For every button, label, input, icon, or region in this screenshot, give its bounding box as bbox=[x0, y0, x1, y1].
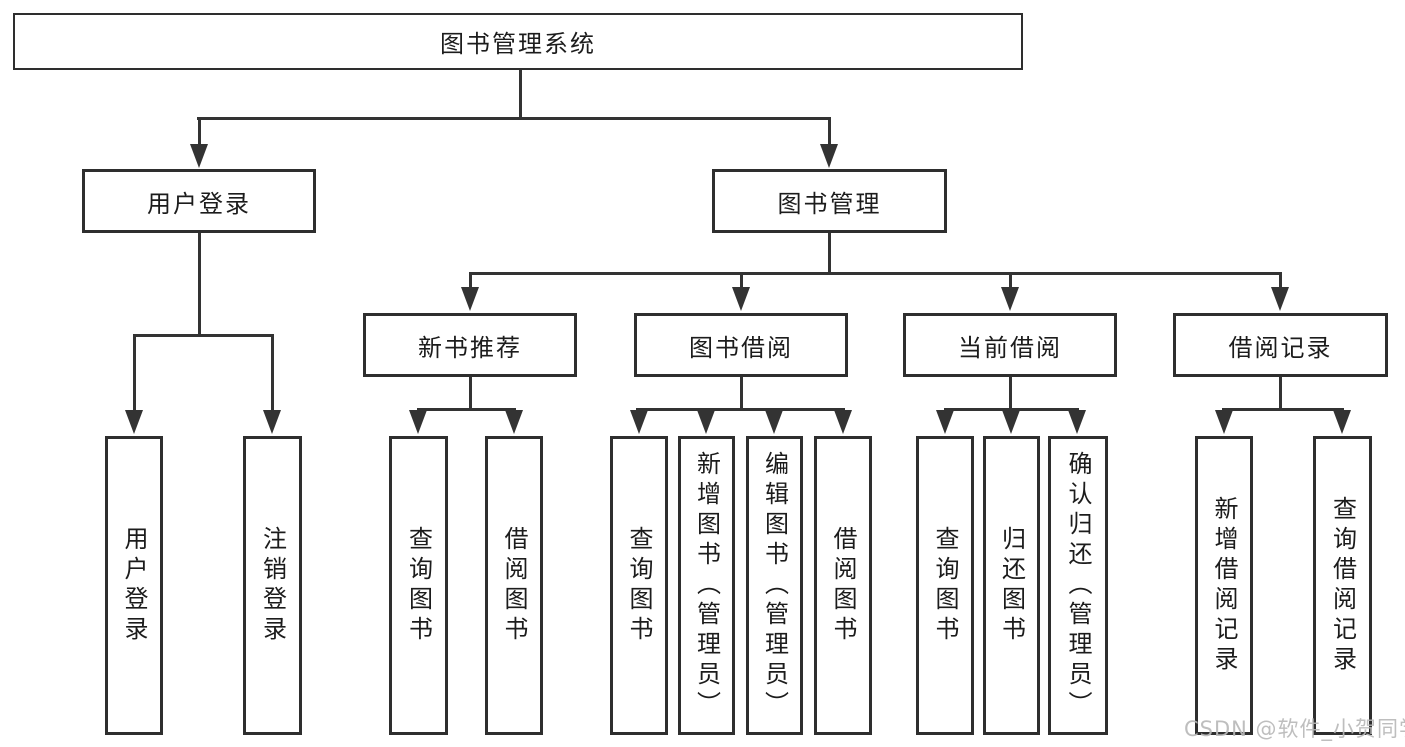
arrowhead-down-icon bbox=[820, 144, 838, 168]
connector-drop bbox=[740, 272, 743, 289]
node-user-login: 用户登录 bbox=[82, 169, 316, 233]
node-label: 图书管理 bbox=[777, 189, 882, 218]
arrowhead-down-icon bbox=[1215, 410, 1233, 434]
node-label: 查询图书 bbox=[931, 525, 959, 646]
csdn-watermark: CSDN @软件_小贺同学 bbox=[1184, 717, 1405, 741]
node-label: 归还图书 bbox=[997, 525, 1026, 646]
arrowhead-down-icon bbox=[1271, 287, 1289, 311]
node-label: 查询图书 bbox=[625, 525, 653, 646]
node-label: 新增借阅记录 bbox=[1210, 495, 1238, 676]
connector-drop bbox=[1009, 272, 1012, 289]
connector-drop bbox=[1279, 272, 1282, 289]
node-leaf-query-book-3: 查询图书 bbox=[916, 436, 974, 735]
connector-stem bbox=[198, 233, 201, 337]
arrowhead-down-icon bbox=[409, 410, 427, 434]
connector-root-stem bbox=[519, 70, 522, 117]
arrowhead-down-icon bbox=[1002, 410, 1020, 434]
node-label: 编辑图书（管理员） bbox=[760, 450, 789, 721]
arrowhead-down-icon bbox=[1068, 410, 1086, 434]
connector-drop bbox=[133, 334, 136, 414]
node-leaf-logout: 注销登录 bbox=[243, 436, 302, 735]
connector-drop bbox=[271, 334, 274, 414]
node-book-management: 图书管理 bbox=[712, 169, 947, 233]
connector-drop bbox=[198, 117, 201, 148]
node-leaf-query-book-1: 查询图书 bbox=[389, 436, 448, 735]
connector-bus bbox=[1222, 408, 1344, 411]
node-leaf-confirm-return-admin: 确认归还（管理员） bbox=[1048, 436, 1108, 735]
connector-stem bbox=[740, 377, 743, 411]
connector-stem bbox=[1009, 377, 1012, 411]
arrowhead-down-icon bbox=[732, 287, 750, 311]
arrowhead-down-icon bbox=[125, 410, 143, 434]
connector-stem bbox=[1279, 377, 1282, 411]
node-label: 借阅图书 bbox=[500, 525, 528, 646]
node-leaf-borrow-book-1: 借阅图书 bbox=[485, 436, 543, 735]
node-label: 查询借阅记录 bbox=[1328, 495, 1357, 676]
node-label: 图书管理系统 bbox=[440, 30, 596, 58]
connector-level2-bus bbox=[197, 117, 831, 120]
node-label: 确认归还（管理员） bbox=[1064, 450, 1092, 721]
connector-drop bbox=[469, 272, 472, 289]
node-leaf-user-login: 用户登录 bbox=[105, 436, 163, 735]
connector-stem bbox=[469, 377, 472, 411]
node-current-borrowing: 当前借阅 bbox=[903, 313, 1117, 377]
arrowhead-down-icon bbox=[936, 410, 954, 434]
node-root-system: 图书管理系统 bbox=[13, 13, 1023, 70]
connector-level3-bus bbox=[469, 272, 1282, 275]
node-label: 借阅图书 bbox=[829, 525, 857, 646]
node-label: 查询图书 bbox=[404, 525, 433, 646]
arrowhead-down-icon bbox=[697, 410, 715, 434]
node-label: 当前借阅 bbox=[958, 333, 1062, 362]
arrowhead-down-icon bbox=[190, 144, 208, 168]
arrowhead-down-icon bbox=[1001, 287, 1019, 311]
node-leaf-edit-book-admin: 编辑图书（管理员） bbox=[746, 436, 803, 735]
connector-bus bbox=[417, 408, 516, 411]
node-label: 新书推荐 bbox=[418, 333, 522, 362]
node-borrow-records: 借阅记录 bbox=[1173, 313, 1388, 377]
arrowhead-down-icon bbox=[630, 410, 648, 434]
arrowhead-down-icon bbox=[1333, 410, 1351, 434]
node-label: 新增图书（管理员） bbox=[692, 450, 721, 721]
node-leaf-add-book-admin: 新增图书（管理员） bbox=[678, 436, 735, 735]
node-leaf-query-borrow-record: 查询借阅记录 bbox=[1313, 436, 1372, 735]
node-label: 用户登录 bbox=[147, 189, 251, 218]
arrowhead-down-icon bbox=[834, 410, 852, 434]
connector-bus bbox=[636, 408, 845, 411]
arrowhead-down-icon bbox=[263, 410, 281, 434]
arrowhead-down-icon bbox=[505, 410, 523, 434]
connector-stem bbox=[828, 233, 831, 275]
node-leaf-query-book-2: 查询图书 bbox=[610, 436, 668, 735]
node-leaf-borrow-book-2: 借阅图书 bbox=[814, 436, 872, 735]
node-book-borrowing: 图书借阅 bbox=[634, 313, 848, 377]
node-label: 借阅记录 bbox=[1228, 333, 1333, 362]
arrowhead-down-icon bbox=[765, 410, 783, 434]
node-label: 用户登录 bbox=[120, 525, 148, 646]
node-leaf-return-book: 归还图书 bbox=[983, 436, 1040, 735]
node-new-book-recommend: 新书推荐 bbox=[363, 313, 577, 377]
connector-bus bbox=[133, 334, 274, 337]
node-leaf-add-borrow-record: 新增借阅记录 bbox=[1195, 436, 1253, 735]
node-label: 图书借阅 bbox=[689, 333, 793, 362]
node-label: 注销登录 bbox=[258, 525, 287, 646]
connector-drop bbox=[828, 117, 831, 148]
arrowhead-down-icon bbox=[461, 287, 479, 311]
